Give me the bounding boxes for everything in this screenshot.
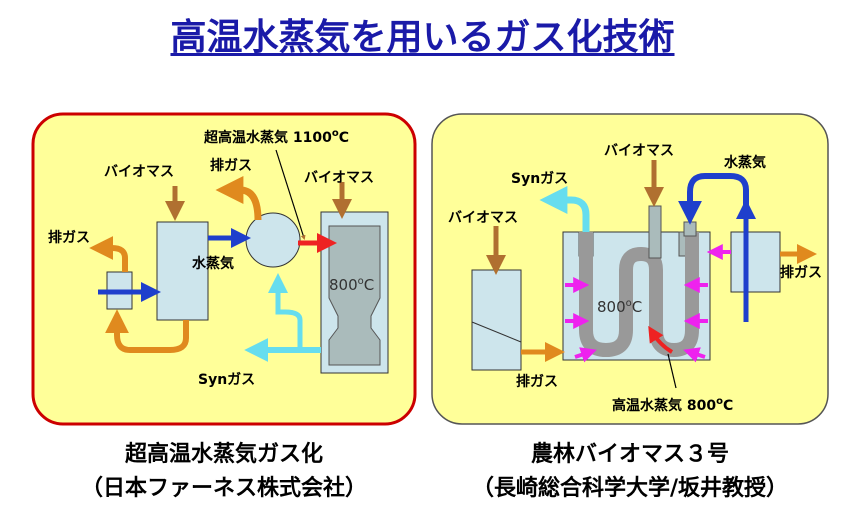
loop-flow (105, 309, 189, 353)
label-biomass-left: バイオマス (104, 164, 174, 180)
exhaust-flow-top (215, 176, 262, 221)
label-temp-right: 800oC (597, 298, 642, 316)
caption-left-company: （日本ファーネス株式会社） (80, 476, 367, 501)
label-biomass-hopper: バイオマス (448, 210, 518, 226)
steam-loop (678, 173, 749, 225)
label-biomass-top: バイオマス (604, 143, 674, 159)
reactor-body (328, 225, 381, 366)
label-syn-left: Synガス (198, 372, 255, 388)
steam-heater (245, 212, 301, 268)
hot-steam-pointer (667, 353, 677, 389)
label-temp-left: 800oC (329, 276, 374, 294)
hot-steam-flow-right (648, 325, 674, 354)
caption-right-title: 農林バイオマス３号 (530, 442, 729, 467)
u-tube (579, 232, 699, 358)
label-exhaust-top: 排ガス (210, 157, 252, 174)
page-title: 高温水蒸気を用いるガス化技術 (170, 17, 675, 58)
left-panel: 超高温水蒸気 1100oC バイオマス バイオマス 排ガス 排ガス 水蒸気 80… (31, 112, 417, 426)
steam-box (730, 231, 781, 293)
syn-flow-up (268, 273, 303, 350)
gasifier-vessel (156, 221, 209, 321)
right-panel: バイオマス バイオマス Synガス 水蒸気 排ガス 排ガス 800oC 高温水蒸… (431, 113, 829, 425)
label-exhaust-left: 排ガス (48, 229, 90, 246)
label-steam-right: 水蒸気 (724, 154, 766, 171)
label-steam: 水蒸気 (192, 255, 234, 272)
label-exhaust-bottom: 排ガス (516, 373, 558, 390)
label-syn-right: Synガス (511, 171, 568, 187)
label-hot-steam: 高温水蒸気 800oC (612, 396, 733, 414)
steam-pointer (275, 149, 306, 241)
label-exhaust-right: 排ガス (780, 264, 822, 281)
caption-right: 農林バイオマス３号 （長崎総合科学大学/坂井教授） (432, 438, 828, 506)
exhaust-flow-left (89, 236, 128, 272)
biomass-hopper (471, 269, 522, 371)
syn-flow-right (539, 186, 590, 232)
caption-left: 超高温水蒸気ガス化 （日本ファーネス株式会社） (33, 438, 415, 506)
caption-right-affiliation: （長崎総合科学大学/坂井教授） (471, 476, 789, 501)
caption-left-title: 超高温水蒸気ガス化 (124, 442, 323, 467)
label-super-steam: 超高温水蒸気 1100oC (203, 128, 349, 146)
label-biomass-reactor: バイオマス (304, 170, 374, 186)
